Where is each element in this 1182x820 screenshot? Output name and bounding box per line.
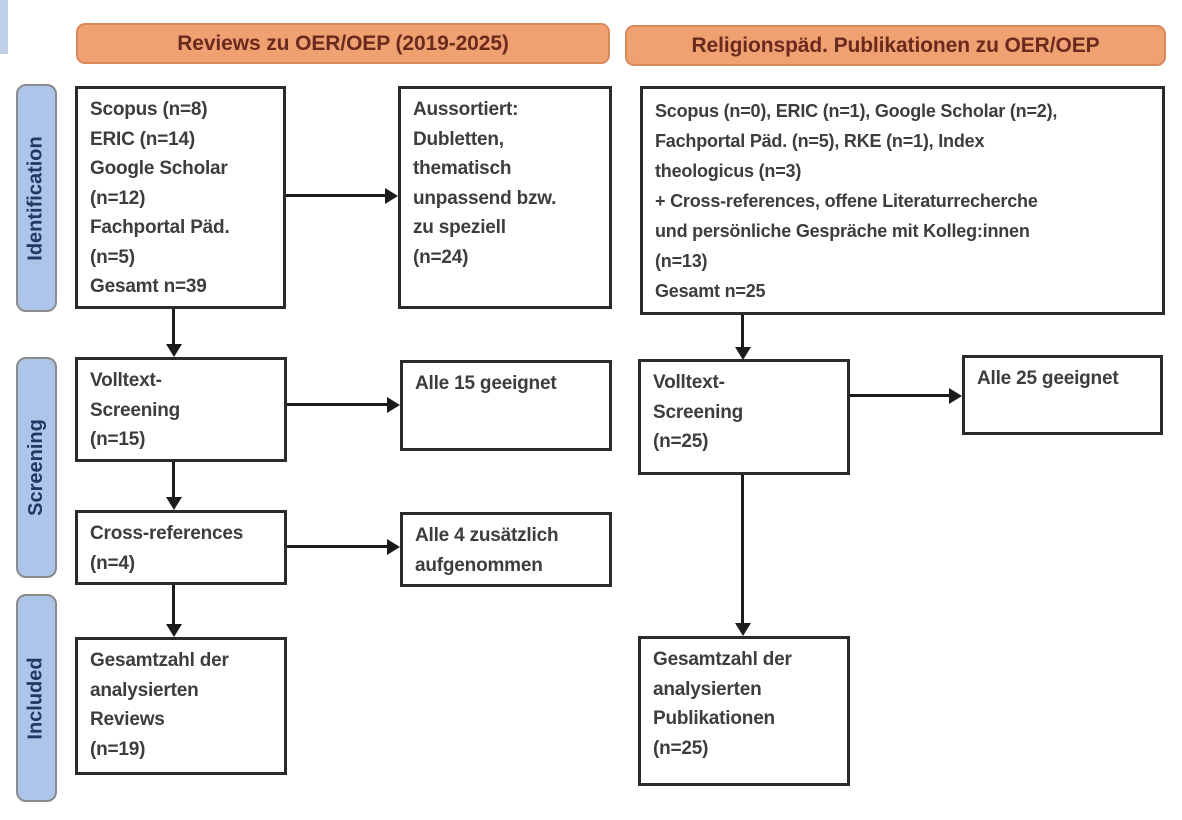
arrow-left-crossref-to-result-head bbox=[387, 539, 400, 555]
box-right-fulltext-screening: Volltext- Screening (n=25) bbox=[638, 359, 850, 475]
arrow-left-sources-to-excluded-line bbox=[286, 194, 386, 197]
box-right-fulltext-result: Alle 25 geeignet bbox=[962, 355, 1163, 435]
arrow-left-fulltext-to-crossref-head bbox=[166, 497, 182, 510]
arrow-left-fulltext-to-result-head bbox=[387, 397, 400, 413]
arrow-right-fulltext-to-included-head bbox=[735, 623, 751, 636]
stage-label-identification-text: Identification bbox=[25, 135, 48, 261]
stage-label-screening: Screening bbox=[16, 357, 57, 578]
box-left-cross-references: Cross-references (n=4) bbox=[75, 510, 287, 585]
edge-artifact bbox=[0, 0, 8, 54]
header-reviews-oer-oep: Reviews zu OER/OEP (2019-2025) bbox=[76, 23, 610, 64]
box-left-fulltext-result: Alle 15 geeignet bbox=[400, 360, 612, 451]
header-religionspaed-publikationen: Religionspäd. Publikationen zu OER/OEP bbox=[625, 25, 1166, 66]
arrow-left-crossref-to-included-line bbox=[172, 585, 175, 625]
box-right-included-total: Gesamtzahl der analysierten Publikatione… bbox=[638, 636, 850, 786]
arrow-left-crossref-to-result-line bbox=[287, 545, 387, 548]
stage-label-included-text: Included bbox=[25, 656, 48, 740]
arrow-left-crossref-to-included-head bbox=[166, 624, 182, 637]
arrow-left-sources-to-fulltext-head bbox=[166, 344, 182, 357]
stage-label-included: Included bbox=[16, 594, 57, 802]
box-left-cross-references-result: Alle 4 zusätzlich aufgenommen bbox=[400, 512, 612, 587]
arrow-left-fulltext-to-crossref-line bbox=[172, 462, 175, 498]
arrow-left-fulltext-to-result-line bbox=[287, 403, 387, 406]
box-left-included-total: Gesamtzahl der analysierten Reviews (n=1… bbox=[75, 637, 287, 775]
arrow-right-fulltext-to-result-line bbox=[850, 394, 950, 397]
arrow-right-sources-to-fulltext-line bbox=[741, 315, 744, 348]
arrow-right-sources-to-fulltext-head bbox=[735, 347, 751, 360]
stage-label-identification: Identification bbox=[16, 84, 57, 312]
box-left-excluded: Aussortiert: Dubletten, thematisch unpas… bbox=[398, 86, 612, 309]
box-left-sources: Scopus (n=8) ERIC (n=14) Google Scholar … bbox=[75, 86, 286, 309]
arrow-right-fulltext-to-included-line bbox=[741, 475, 744, 624]
stage-label-screening-text: Screening bbox=[25, 419, 48, 516]
arrow-right-fulltext-to-result-head bbox=[949, 388, 962, 404]
box-left-fulltext-screening: Volltext- Screening (n=15) bbox=[75, 357, 287, 462]
arrow-left-sources-to-fulltext-line bbox=[172, 309, 175, 345]
arrow-left-sources-to-excluded-head bbox=[385, 188, 398, 204]
box-right-sources: Scopus (n=0), ERIC (n=1), Google Scholar… bbox=[640, 86, 1165, 315]
